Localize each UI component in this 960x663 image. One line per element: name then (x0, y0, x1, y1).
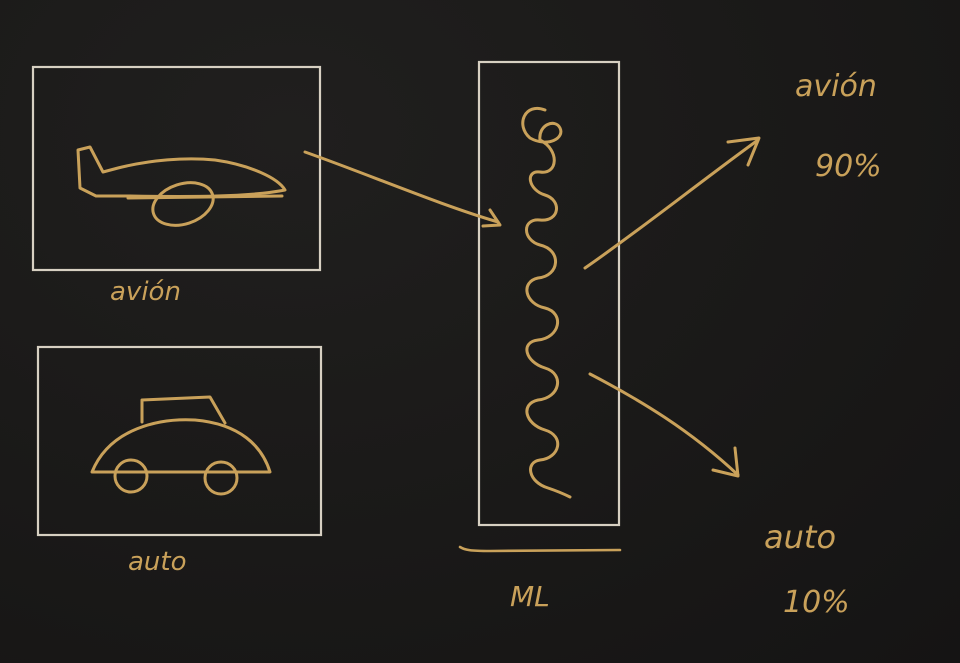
input-label-airplane: avión (110, 277, 181, 307)
output-car-group: auto 10% (764, 518, 850, 620)
squiggle-icon (521, 106, 572, 499)
car-icon (90, 395, 272, 496)
model-group: ML (458, 60, 622, 613)
output-probability-car: 10% (783, 585, 850, 620)
model-underline (458, 545, 622, 553)
output-label-car: auto (764, 518, 836, 556)
input-car-group: auto (36, 345, 323, 577)
input-box-car (36, 345, 323, 537)
arrow-model-to-car (588, 372, 740, 478)
output-label-airplane: avión (795, 69, 877, 104)
output-probability-airplane: 90% (815, 149, 882, 184)
input-box-airplane (31, 65, 322, 272)
input-airplane-group: avión (31, 65, 322, 307)
arrow-input-to-model (303, 150, 502, 228)
model-label: ML (510, 580, 550, 613)
arrow-model-to-airplane (583, 136, 761, 270)
airplane-icon (76, 145, 287, 227)
arrows (303, 136, 761, 478)
input-label-car: auto (128, 547, 187, 577)
model-box (477, 60, 621, 527)
output-airplane-group: avión 90% (795, 69, 882, 184)
